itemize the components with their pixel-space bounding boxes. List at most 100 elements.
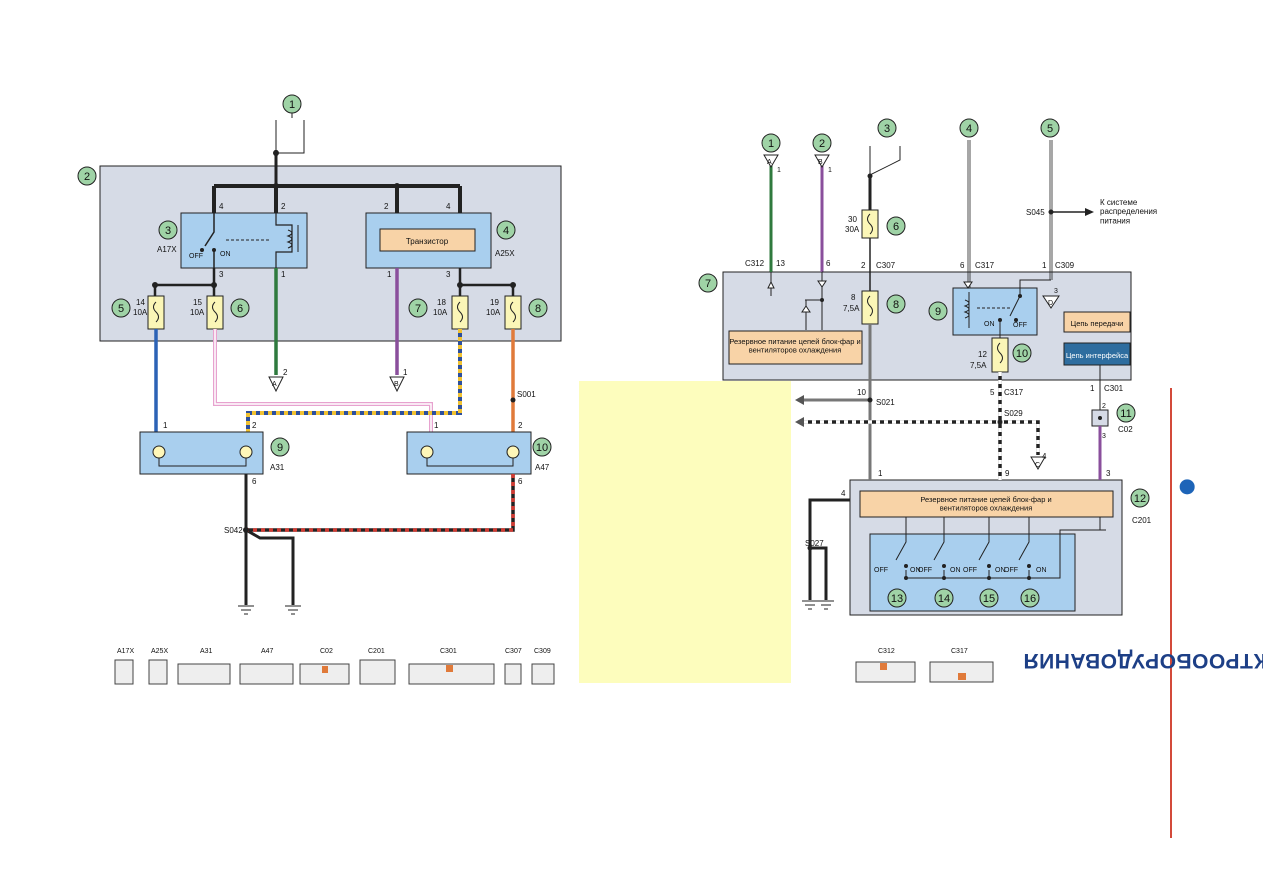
note-text-line: распределения [1100,207,1157,216]
pin-label: 1 [1090,384,1095,393]
wire-black-red-stripe [246,474,515,532]
callout-5 [111,298,131,318]
pin-label: 2 [1102,403,1106,410]
connector-pinout [299,663,350,685]
right-callouts: 1 2 3 4 5 6 7 8 9 10 11 12 13 1 [698,118,1150,608]
node [820,298,824,302]
lamp-icon [152,445,166,459]
connector-d-label: D [1048,300,1053,307]
diode-icon [817,280,827,288]
wire [158,458,247,467]
wire [810,546,828,600]
connector-key [880,663,887,670]
splice-s029: S029 [1004,409,1023,418]
legend-label: A17X [117,648,134,655]
pin-label: 5 [990,388,995,397]
connector-c201-label: C201 [1132,516,1152,525]
switch-common [905,566,1061,579]
wire-black-white [1000,420,1040,455]
pin-label: 4 [446,202,451,211]
ground-icon [802,600,818,610]
node [510,397,516,403]
node [997,419,1003,425]
node [1048,209,1054,215]
backup-power-box [728,330,863,365]
splice-s001: S001 [517,390,536,399]
fuse-number: 8 [851,293,856,302]
callout-9-text: 9 [277,442,283,454]
node [152,282,158,288]
node [394,183,400,189]
arrow-icon [1085,208,1094,216]
fuse-icon [867,295,873,317]
pin-label: 9 [1005,469,1010,478]
connector-key [446,665,453,672]
callout-4-text: 4 [966,123,972,135]
switch-on-label: ON [910,567,921,574]
arrow-icon [767,280,775,289]
pin-label: 2 [518,421,523,430]
fuse-rating: 7,5A [970,361,987,370]
callout-10-text: 10 [536,442,548,454]
callout-11 [1116,403,1136,423]
callout-3 [877,118,897,138]
callout-7 [408,298,428,318]
lamp-icon [420,445,434,459]
pin-label: 10 [857,388,866,397]
relay-coil [963,299,970,319]
node [1098,416,1102,420]
callout-8-text: 8 [893,299,899,311]
backup-power-label-line: вентиляторов охлаждения [749,346,842,355]
wire-black-red [246,474,515,532]
node [904,564,908,568]
connector-a-label: A [272,381,277,388]
wire-blue-yellow-stripe [246,329,462,432]
pin-label: 3 [1054,288,1058,295]
left-input-node [273,150,279,156]
ground-icon [285,605,301,615]
fuse-rating: 7,5A [843,304,860,313]
node [1014,318,1018,322]
ground-icon [818,600,834,610]
node [1018,294,1022,298]
callout-13 [887,588,907,608]
callout-6-text: 6 [893,221,899,233]
relay2-id: A25X [495,249,515,258]
fuse-number: 12 [978,350,987,359]
relay-a17x-coil [286,229,293,249]
fuse-rating: 10A [486,308,501,317]
connector-pinout [114,659,134,685]
callout-7-text: 7 [705,278,711,290]
callout-1 [282,94,302,114]
switch-15 [978,517,990,561]
transistor-box [379,228,476,252]
callout-16-text: 16 [1024,593,1036,605]
callout-2-text: 2 [84,171,90,183]
fuse-8 [861,290,879,325]
switch-on-label: ON [1036,567,1047,574]
node [200,248,204,252]
pin-label: 1 [434,421,439,430]
callout-3-text: 3 [884,123,890,135]
callout-10 [1012,343,1032,363]
fuse-number: 30 [848,215,857,224]
callout-7 [698,273,718,293]
callout-6 [230,298,250,318]
connector-key [958,673,966,680]
fuse-icon [510,301,516,323]
connector-pinout [504,663,522,685]
callout-5-text: 5 [118,303,124,315]
fuse-number: 19 [490,298,499,307]
wire [245,528,295,605]
callout-1-text: 1 [289,99,295,111]
pin-label: 1 [777,167,781,174]
connector-c317-label: C317 [975,261,995,270]
connector-pinout [239,663,294,685]
wire [808,498,850,600]
callout-4-text: 4 [503,225,509,237]
switch-off-label: OFF [963,567,977,574]
splice-s027: S027 [805,539,824,548]
connector-pinout [148,659,168,685]
pin-label: 6 [252,477,257,486]
connector-a-label: A [767,159,772,166]
